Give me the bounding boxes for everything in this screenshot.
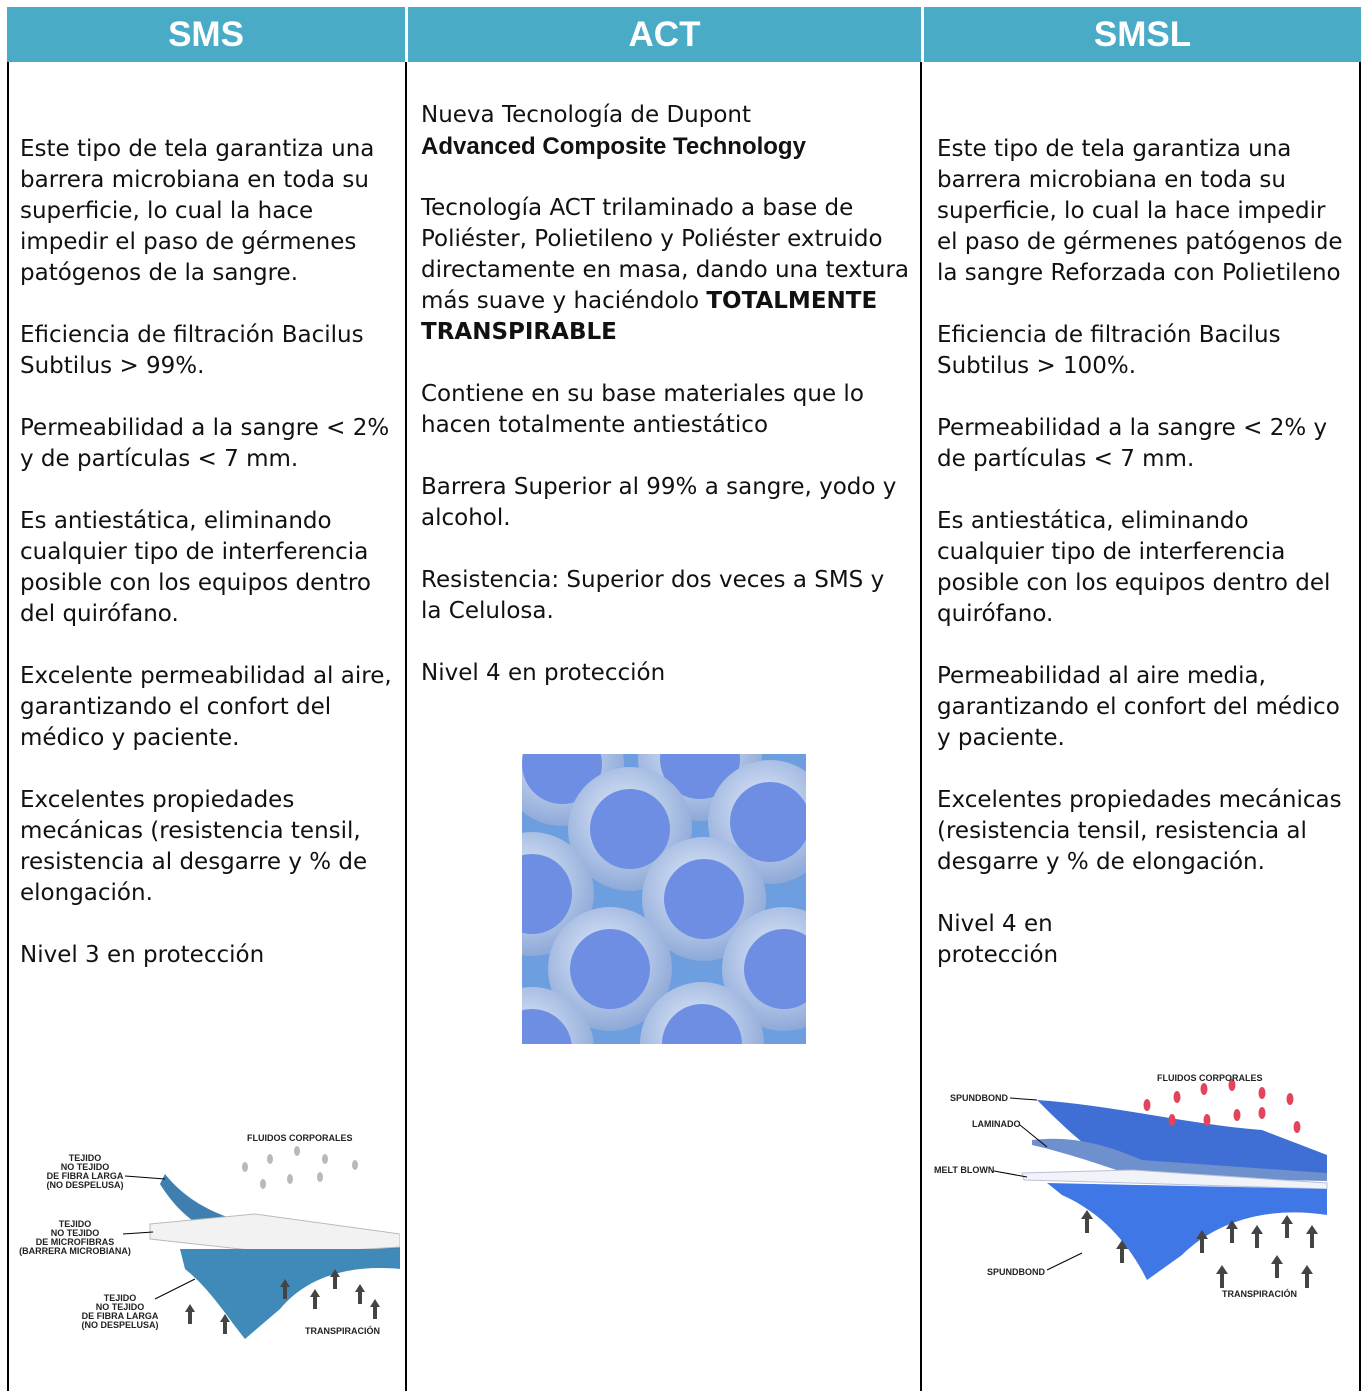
svg-text:NO TEJIDO: NO TEJIDO	[96, 1302, 145, 1312]
act-paragraph-1: Tecnología ACT trilaminado a base de Pol…	[421, 195, 910, 345]
smsl-transpiration-label: TRANSPIRACIÓN	[1222, 1288, 1297, 1299]
sms-transpiration-arrows	[185, 1269, 380, 1334]
sms-text: Excelentes propiedades mecánicas (resist…	[20, 787, 368, 906]
sms-text: Es antiestática, eliminando cualquier ti…	[20, 508, 371, 627]
svg-text:TEJIDO: TEJIDO	[69, 1153, 102, 1163]
smsl-text: Permeabilidad al aire media, garantizand…	[937, 663, 1340, 751]
border-right	[1359, 62, 1361, 1391]
smsl-pointer-1	[1009, 1097, 1038, 1101]
smsl-text: Eficiencia de filtración Bacilus Subtilu…	[937, 322, 1281, 379]
smsl-text: Este tipo de tela garantiza una barrera …	[937, 136, 1343, 286]
act-intro: Nueva Tecnología de Dupont	[421, 102, 752, 128]
smsl-drops	[1143, 1079, 1301, 1133]
sms-label-layer3: TEJIDO NO TEJIDO DE FIBRA LARGA (NO DESP…	[81, 1293, 158, 1330]
sms-text: Excelente permeabilidad al aire, garanti…	[20, 663, 392, 751]
smsl-text: Es antiestática, eliminando cualquier ti…	[937, 508, 1331, 627]
svg-text:TEJIDO: TEJIDO	[59, 1219, 92, 1229]
border-left	[7, 62, 9, 1391]
smsl-text: Excelentes propiedades mecánicas (resist…	[937, 787, 1342, 875]
header-act: ACT	[408, 7, 921, 62]
sms-column: Este tipo de tela garantiza una barrera …	[20, 134, 400, 1002]
sms-text: Este tipo de tela garantiza una barrera …	[20, 136, 375, 286]
sms-text: Eficiencia de filtración Bacilus Subtilu…	[20, 322, 364, 379]
smsl-fluids-label: FLUIDOS CORPORALES	[1157, 1073, 1263, 1083]
sms-layer-bottom	[180, 1249, 400, 1339]
act-circles	[522, 754, 806, 1044]
sms-text: Permeabilidad a la sangre < 2% y de part…	[20, 415, 390, 472]
act-protection-level: Nivel 4 en protección	[421, 660, 666, 686]
header-smsl: SMSL	[924, 7, 1361, 62]
svg-text:(NO DESPELUSA): (NO DESPELUSA)	[46, 1180, 123, 1190]
smsl-text: Permeabilidad a la sangre < 2% y de part…	[937, 415, 1328, 472]
act-texture-image	[522, 754, 806, 1044]
act-paragraph-4: Resistencia: Superior dos veces a SMS y …	[421, 567, 885, 624]
svg-text:(NO DESPELUSA): (NO DESPELUSA)	[81, 1320, 158, 1330]
smsl-laminado-label: LAMINADO	[972, 1119, 1021, 1129]
smsl-pointer-4	[1046, 1252, 1083, 1271]
sms-label-layer2: TEJIDO NO TEJIDO DE MICROFIBRAS (BARRERA…	[19, 1219, 131, 1256]
smsl-meltblown-label: MELT BLOWN	[934, 1165, 994, 1175]
sms-label-layer1: TEJIDO NO TEJIDO DE FIBRA LARGA (NO DESP…	[46, 1153, 123, 1190]
svg-text:NO TEJIDO: NO TEJIDO	[61, 1162, 110, 1172]
smsl-spundbond-bottom-label: SPUNDBOND	[987, 1267, 1046, 1277]
act-bold-text: TOTALMENTE TRANSPIRABLE	[421, 288, 878, 345]
svg-text:(BARRERA MICROBIANA): (BARRERA MICROBIANA)	[19, 1246, 131, 1256]
sms-pointer-3	[154, 1278, 196, 1300]
sms-protection-level: Nivel 3 en protección	[20, 942, 265, 968]
smsl-protection-level: Nivel 4 en protección	[937, 911, 1059, 968]
smsl-pointer-3	[993, 1170, 1028, 1178]
smsl-layer-bottom	[1047, 1183, 1327, 1280]
act-paragraph-2: Contiene en su base materiales que lo ha…	[421, 381, 864, 438]
smsl-fabric-diagram: FLUIDOS CORPORALES SPUNDBOND LAMINADO ME…	[934, 1073, 1328, 1299]
act-paragraph-3: Barrera Superior al 99% a sangre, yodo y…	[421, 474, 897, 531]
smsl-spundbond-top-label: SPUNDBOND	[950, 1093, 1009, 1103]
svg-text:TEJIDO: TEJIDO	[104, 1293, 137, 1303]
sms-pointer-2	[122, 1231, 154, 1235]
border-2	[920, 62, 922, 1391]
smsl-transpiration-arrows	[1081, 1210, 1318, 1288]
comparison-table: SMS ACT SMSL Este tipo de tela garantiza…	[7, 7, 1361, 1391]
smsl-column: Este tipo de tela garantiza una barrera …	[937, 134, 1352, 971]
svg-text:NO TEJIDO: NO TEJIDO	[51, 1228, 100, 1238]
sms-drops	[242, 1146, 358, 1189]
sms-transpiration-label: TRANSPIRACIÓN	[305, 1325, 380, 1336]
sms-layer-middle	[149, 1213, 400, 1255]
act-column: Nueva Tecnología de Dupont Advanced Comp…	[421, 100, 911, 720]
header-sms: SMS	[7, 7, 405, 62]
smsl-pointer-2	[1019, 1124, 1048, 1148]
sms-fluids-label: FLUIDOS CORPORALES	[247, 1133, 353, 1143]
smsl-layer-laminado	[1032, 1138, 1327, 1181]
sms-pointer-1	[124, 1175, 166, 1180]
act-title: Advanced Composite Technology	[421, 133, 806, 160]
sms-fabric-diagram: FLUIDOS CORPORALES TEJIDO NO TEJIDO DE F…	[19, 1133, 400, 1339]
svg-text:DE FIBRA LARGA: DE FIBRA LARGA	[82, 1311, 159, 1321]
svg-text:DE FIBRA LARGA: DE FIBRA LARGA	[47, 1171, 124, 1181]
border-1	[405, 62, 407, 1391]
svg-text:DE MICROFIBRAS: DE MICROFIBRAS	[36, 1237, 115, 1247]
